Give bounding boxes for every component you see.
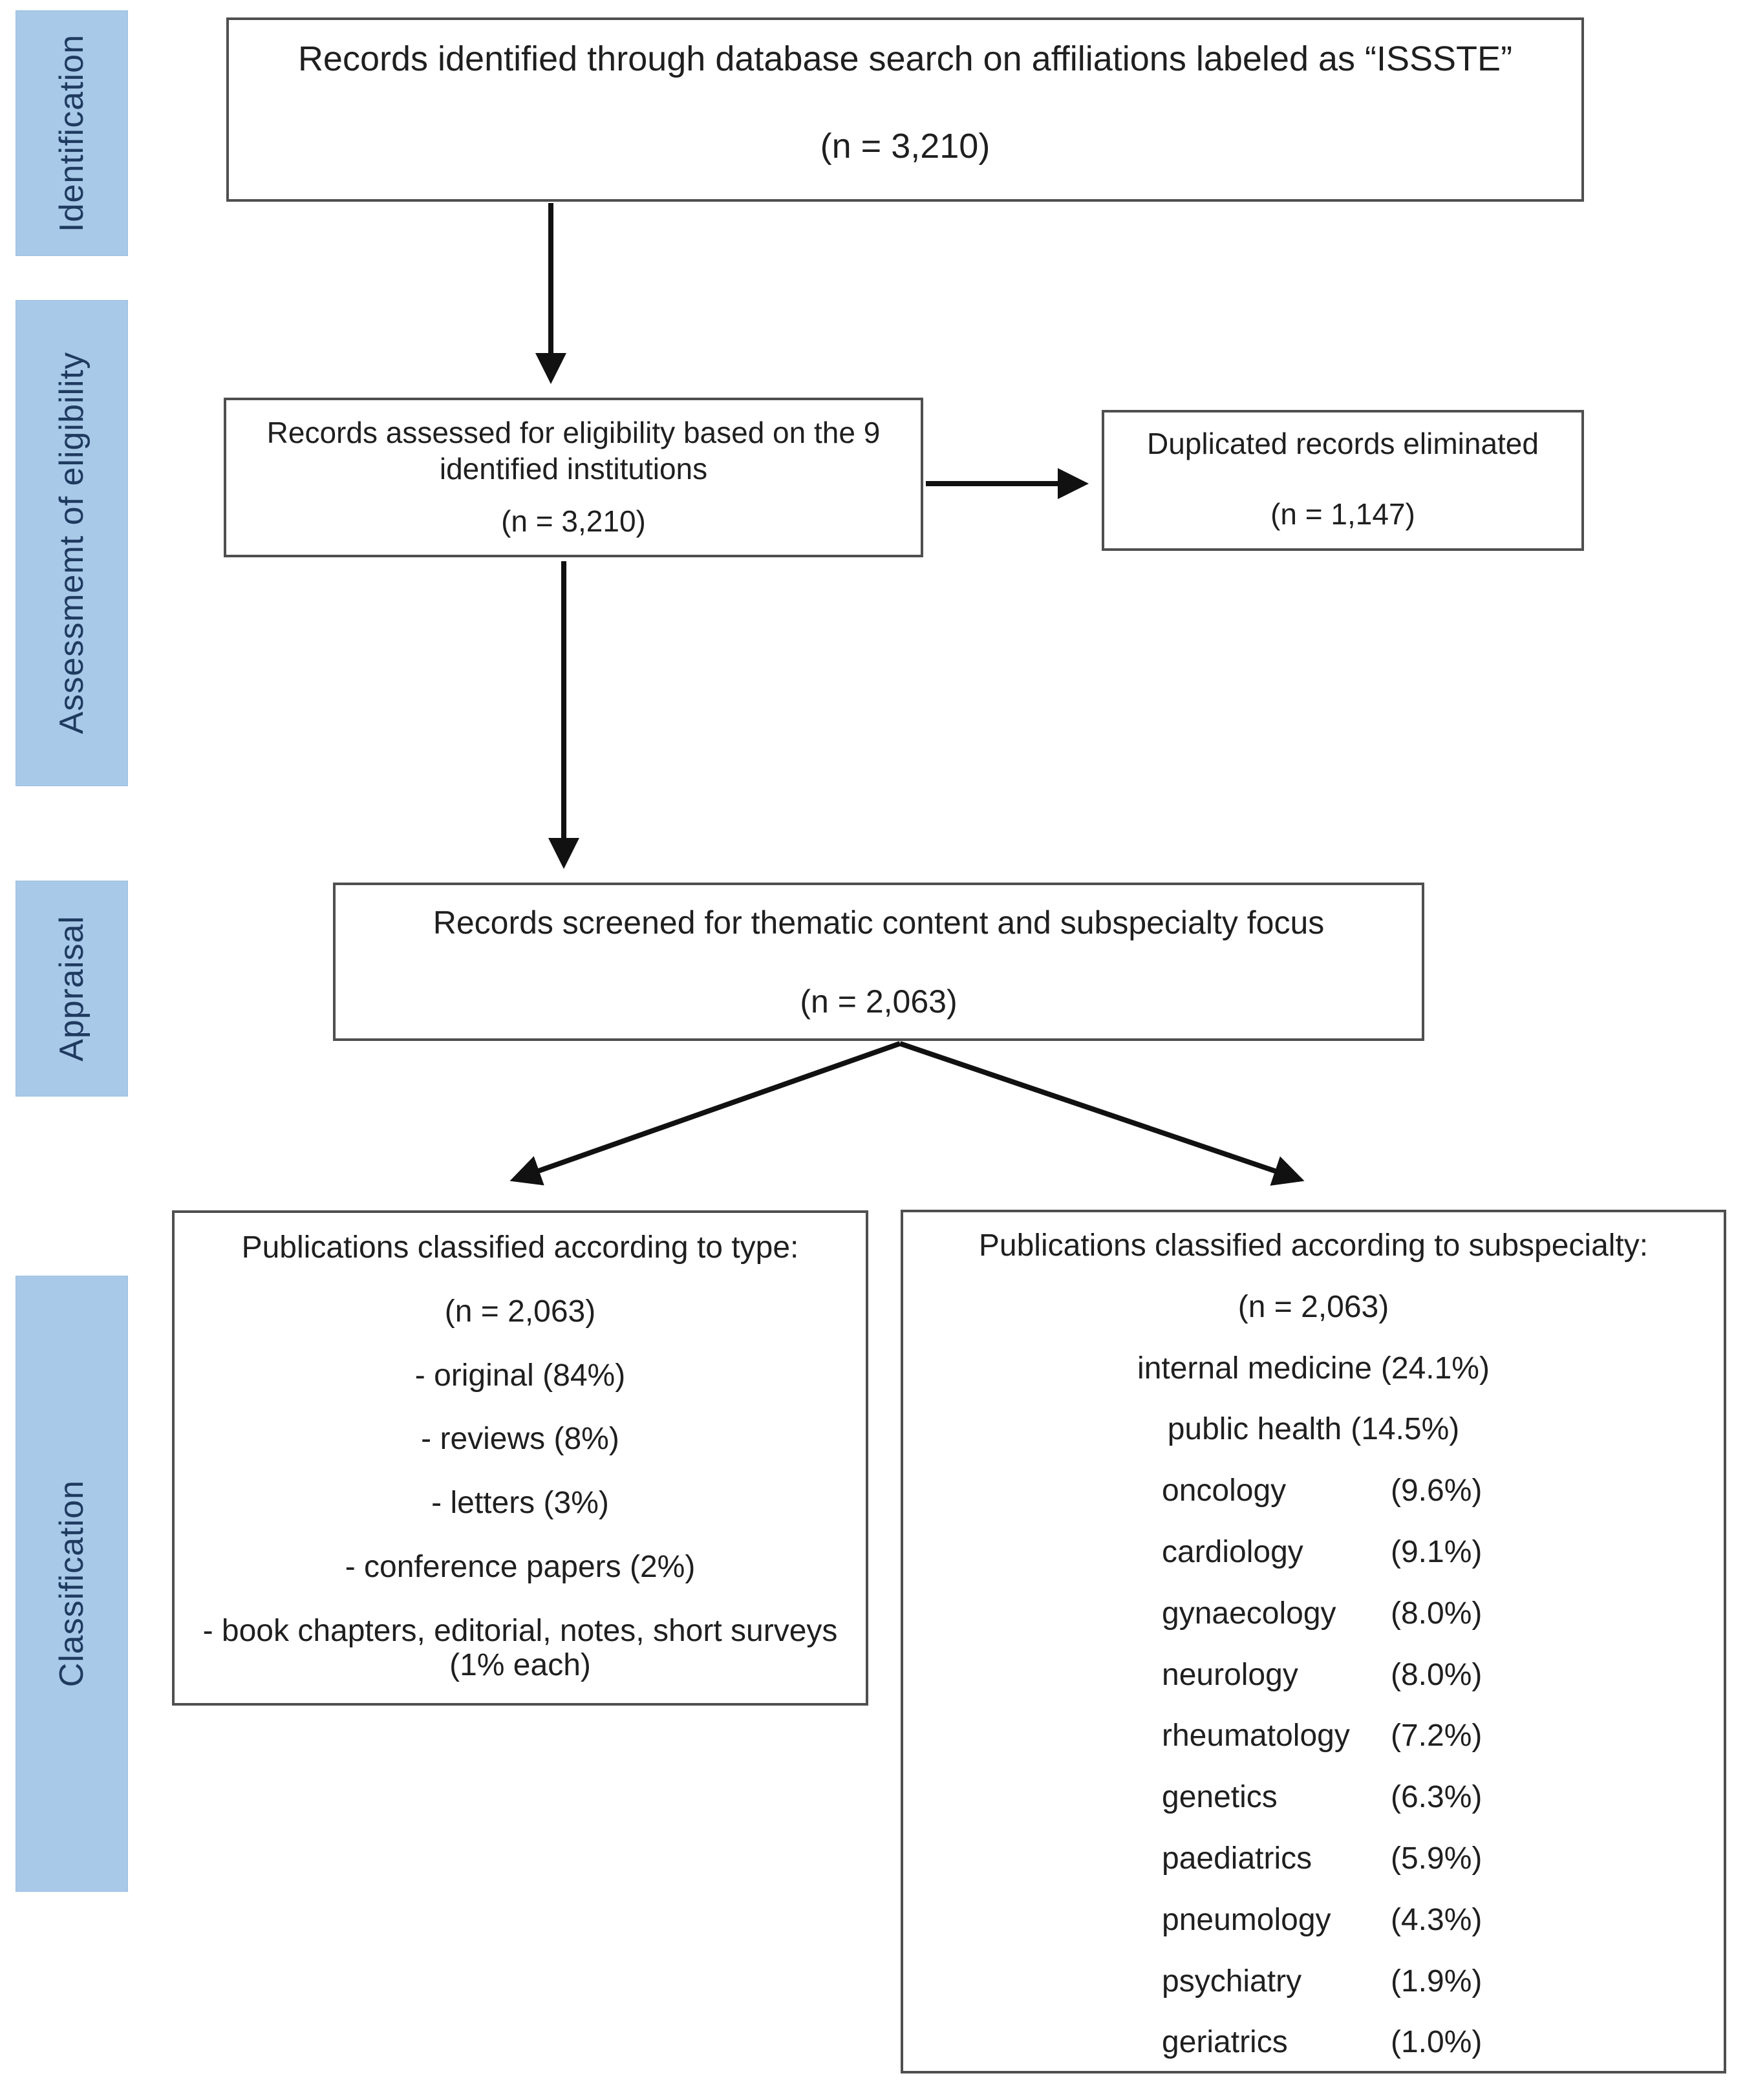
stage-label-appraisal: Appraisal: [53, 916, 91, 1062]
box-records-assessed: Records assessed for eligibility based o…: [224, 398, 923, 557]
subspecialty-percent: (1.9%): [1391, 1964, 1483, 1998]
subspecialty-name: neurology: [1162, 1657, 1298, 1692]
records-identified-text: Records identified through database sear…: [297, 39, 1513, 78]
subspecialty-row-rheumatology: rheumatology (7.2%): [903, 1719, 1724, 1753]
subspecialty-row-gynaecology: gynaecology (8.0%): [903, 1596, 1724, 1631]
subspecialty-percent: (6.3%): [1391, 1780, 1483, 1815]
subspecialty-row-paediatrics: paediatrics (5.9%): [903, 1841, 1724, 1876]
subspecialty-row-psychiatry: psychiatry (1.9%): [903, 1964, 1724, 1999]
subspecialty-percent: (4.3%): [1391, 1902, 1483, 1937]
type-item-original: - original (84%): [414, 1358, 626, 1393]
publications-by-subspecialty-count: (n = 2,063): [1237, 1289, 1389, 1324]
type-item-conference-papers: - conference papers (2%): [345, 1549, 696, 1584]
subspecialty-row-cardiology: cardiology (9.1%): [903, 1534, 1724, 1570]
stage-bar-assessment-of-eligibility: Assessmemt of eligibility: [16, 300, 128, 786]
stage-bar-appraisal: Appraisal: [16, 881, 128, 1097]
subspecialty-name: geriatrics: [1162, 2025, 1288, 2060]
box-publications-by-type: Publications classified according to typ…: [172, 1210, 868, 1706]
subspecialty-percent: (8.0%): [1391, 1596, 1483, 1631]
box-publications-by-subspecialty: Publications classified according to sub…: [901, 1210, 1726, 2073]
subspecialty-row-internal-medicine: internal medicine (24.1%): [903, 1351, 1724, 1386]
subspecialty-name: internal medicine: [1137, 1351, 1372, 1386]
subspecialty-percent: (1.0%): [1391, 2025, 1483, 2060]
type-item-book-chapters: - book chapters, editorial, notes, short…: [202, 1613, 838, 1682]
subspecialty-name: paediatrics: [1162, 1841, 1312, 1876]
records-screened-text: Records screened for thematic content an…: [433, 905, 1325, 941]
subspecialty-row-neurology: neurology (8.0%): [903, 1658, 1724, 1693]
subspecialty-percent: (14.5%): [1351, 1412, 1460, 1447]
duplicated-records-count: (n = 1,147): [1270, 497, 1415, 531]
duplicated-records-text: Duplicated records eliminated: [1147, 427, 1539, 460]
box-records-screened: Records screened for thematic content an…: [333, 883, 1424, 1041]
publications-by-subspecialty-title: Publications classified according to sub…: [978, 1228, 1649, 1263]
arrow-screened-to-type: [509, 1041, 901, 1186]
subspecialty-name: pneumology: [1162, 1902, 1331, 1937]
subspecialty-percent: (24.1%): [1380, 1351, 1490, 1386]
subspecialty-name: gynaecology: [1162, 1596, 1336, 1631]
records-identified-count: (n = 3,210): [820, 126, 990, 166]
box-records-identified: Records identified through database sear…: [226, 17, 1584, 202]
publications-by-type-count: (n = 2,063): [444, 1294, 596, 1329]
type-item-reviews: - reviews (8%): [421, 1422, 619, 1457]
records-assessed-count: (n = 3,210): [501, 504, 646, 539]
stage-label-classification: Classification: [53, 1480, 91, 1688]
subspecialty-name: public health: [1167, 1412, 1342, 1447]
arrow-screened-to-subspecialty: [899, 1041, 1305, 1186]
subspecialty-percent: (9.6%): [1391, 1473, 1483, 1508]
stage-label-assessment-of-eligibility: Assessmemt of eligibility: [53, 352, 91, 734]
subspecialty-percent: (5.9%): [1391, 1841, 1483, 1876]
subspecialty-percent: (8.0%): [1391, 1657, 1483, 1692]
subspecialty-name: oncology: [1162, 1473, 1287, 1508]
subspecialty-row-genetics: genetics (6.3%): [903, 1780, 1724, 1815]
stage-label-identification: Identification: [53, 34, 91, 232]
subspecialty-percent: (9.1%): [1391, 1534, 1483, 1569]
subspecialty-name: rheumatology: [1162, 1719, 1350, 1753]
stage-bar-identification: Identification: [16, 10, 128, 256]
subspecialty-name: genetics: [1162, 1780, 1278, 1815]
publications-by-type-title: Publications classified according to typ…: [241, 1230, 799, 1265]
type-item-letters: - letters (3%): [431, 1486, 609, 1521]
subspecialty-row-public-health: public health (14.5%): [903, 1413, 1724, 1447]
subspecialty-name: psychiatry: [1162, 1964, 1302, 1998]
records-assessed-text: Records assessed for eligibility based o…: [266, 416, 881, 486]
subspecialty-percent: (7.2%): [1391, 1719, 1483, 1753]
subspecialty-name: cardiology: [1162, 1534, 1303, 1569]
box-duplicated-records: Duplicated records eliminated (n = 1,147…: [1102, 410, 1584, 551]
subspecialty-row-pneumology: pneumology (4.3%): [903, 1903, 1724, 1938]
stage-bar-classification: Classification: [16, 1276, 128, 1892]
subspecialty-row-oncology: oncology (9.6%): [903, 1473, 1724, 1508]
subspecialty-row-geriatrics: geriatrics (1.0%): [903, 2026, 1724, 2060]
records-screened-count: (n = 2,063): [800, 983, 958, 1020]
